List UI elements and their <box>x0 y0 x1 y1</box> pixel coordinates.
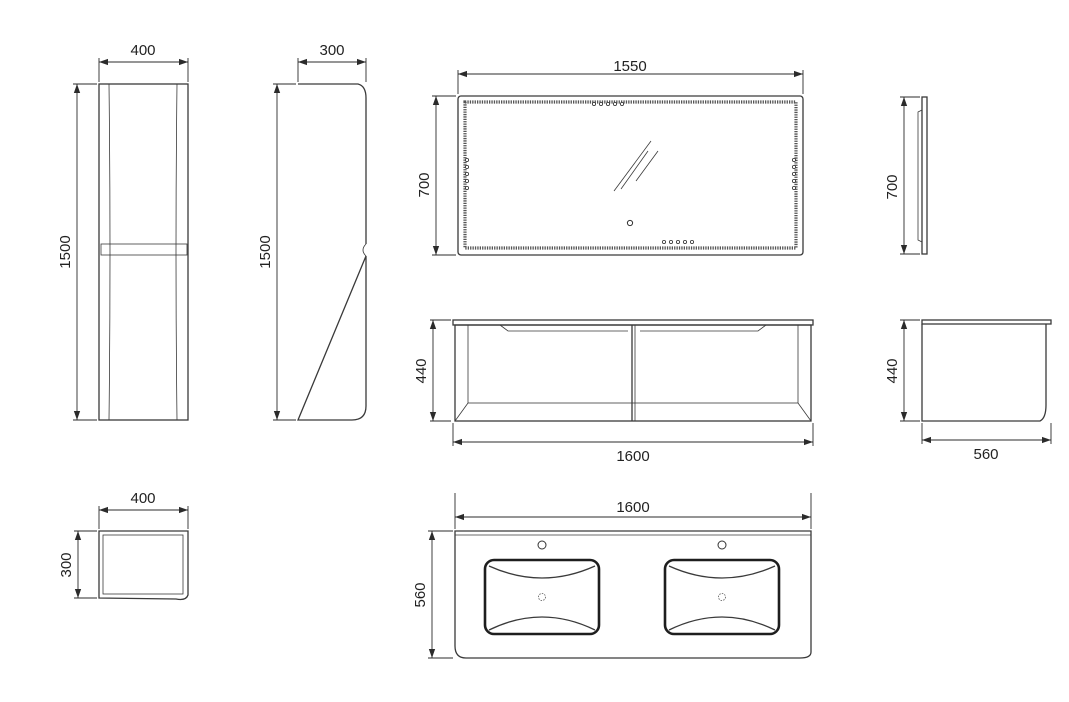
left-basin <box>483 540 601 636</box>
reflection-lines <box>613 140 659 192</box>
mirror-front-view: 1550 700 <box>416 58 804 256</box>
tall-side-height-label: 1500 <box>257 235 274 268</box>
led-strip-top <box>592 102 625 107</box>
mirror-height-label: 700 <box>416 172 433 197</box>
mirror-side-height-label: 700 <box>884 174 901 199</box>
tall-front-height-label: 1500 <box>57 235 74 268</box>
led-strip-bottom <box>662 239 695 244</box>
led-strip-right <box>792 157 797 190</box>
tall-cabinet-top-view: 400 300 <box>58 490 189 601</box>
mirror-width-label: 1550 <box>613 58 646 75</box>
right-basin <box>663 540 781 636</box>
basin-width-label: 1600 <box>616 499 649 516</box>
tall-top-width-label: 400 <box>130 490 155 507</box>
tall-cabinet-side-view: 300 1500 <box>257 42 367 421</box>
vanity-side-height-label: 440 <box>884 358 901 383</box>
vanity-front-view: 440 1600 <box>413 319 814 465</box>
tall-side-depth-label: 300 <box>319 42 344 59</box>
mirror-side-view: 700 <box>884 96 928 255</box>
left-drain-icon <box>538 593 546 601</box>
vanity-side-depth-label: 560 <box>973 446 998 463</box>
right-tap-hole-icon <box>717 540 727 550</box>
tall-front-width-label: 400 <box>130 42 155 59</box>
vanity-width-label: 1600 <box>616 448 649 465</box>
basin-depth-label: 560 <box>412 582 429 607</box>
tall-cabinet-front-view: 400 1500 <box>57 42 189 421</box>
right-drain-icon <box>718 593 726 601</box>
basin-top-view: 1600 560 <box>412 493 812 659</box>
tall-top-depth-label: 300 <box>58 552 75 577</box>
touch-switch-icon[interactable] <box>626 219 634 227</box>
left-tap-hole-icon <box>537 540 547 550</box>
vanity-height-label: 440 <box>413 358 430 383</box>
led-strip-left <box>464 157 469 190</box>
vanity-side-view: 440 560 <box>884 319 1052 463</box>
